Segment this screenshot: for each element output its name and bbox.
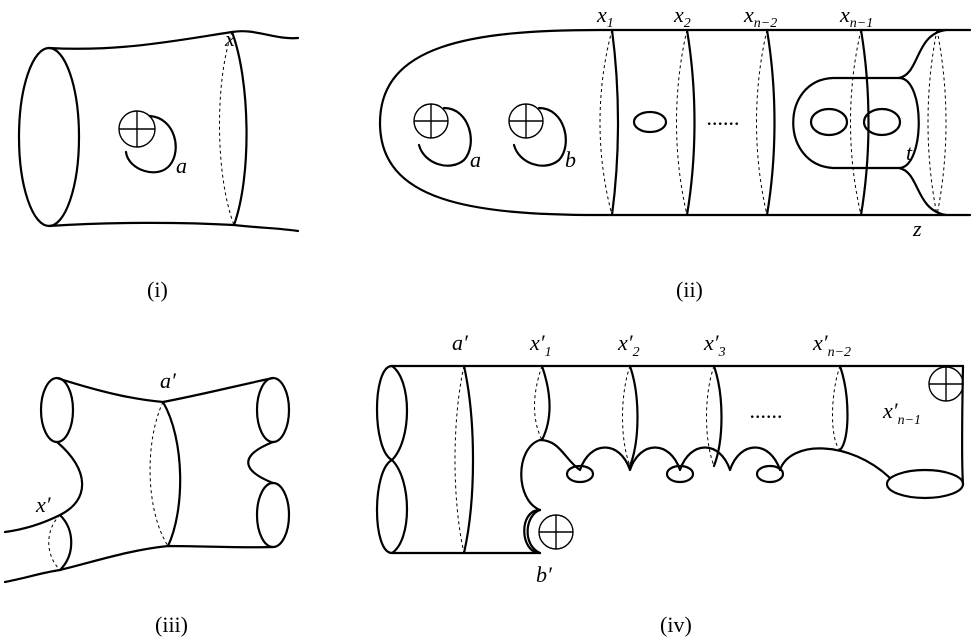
- label-x-prime-iii: x′: [35, 492, 52, 517]
- label-a: a: [176, 153, 187, 178]
- panel-iii: a′ x′ (iii): [3, 368, 291, 637]
- dots-ii: ......: [707, 105, 740, 130]
- label-x: x: [224, 26, 235, 51]
- label-t: t: [906, 140, 913, 165]
- caption-i: (i): [147, 277, 168, 302]
- panel-iv: ...... a′ b′ x′1 x′2 x′3 x′n−2 x′n−1 (iv…: [375, 330, 965, 637]
- caption-ii: (ii): [676, 277, 703, 302]
- label-z: z: [912, 216, 922, 241]
- panel-i: a x (i): [17, 26, 300, 302]
- label-xn2: xn−2: [743, 2, 777, 31]
- dots-iv: ......: [750, 398, 783, 423]
- label-x2: x2: [673, 2, 691, 31]
- caption-iii: (iii): [155, 612, 188, 637]
- label-a-prime-iv: a′: [452, 330, 469, 355]
- label-xn1-prime: x′n−1: [882, 398, 921, 428]
- label-a-ii: a: [470, 147, 481, 172]
- label-xn2-prime: x′n−2: [812, 330, 851, 360]
- label-b-ii: b: [565, 147, 576, 172]
- label-xn1: xn−1: [839, 2, 873, 31]
- label-x2-prime: x′2: [617, 330, 640, 360]
- caption-iv: (iv): [660, 612, 692, 637]
- label-b-prime-iv: b′: [536, 562, 553, 587]
- label-a-prime-iii: a′: [160, 368, 177, 393]
- label-x1: x1: [596, 2, 614, 31]
- panel-ii: ...... a b t z x1 x2 xn−2 xn−1 (ii): [378, 2, 972, 302]
- label-x3-prime: x′3: [703, 330, 726, 360]
- label-x1-prime: x′1: [529, 330, 552, 360]
